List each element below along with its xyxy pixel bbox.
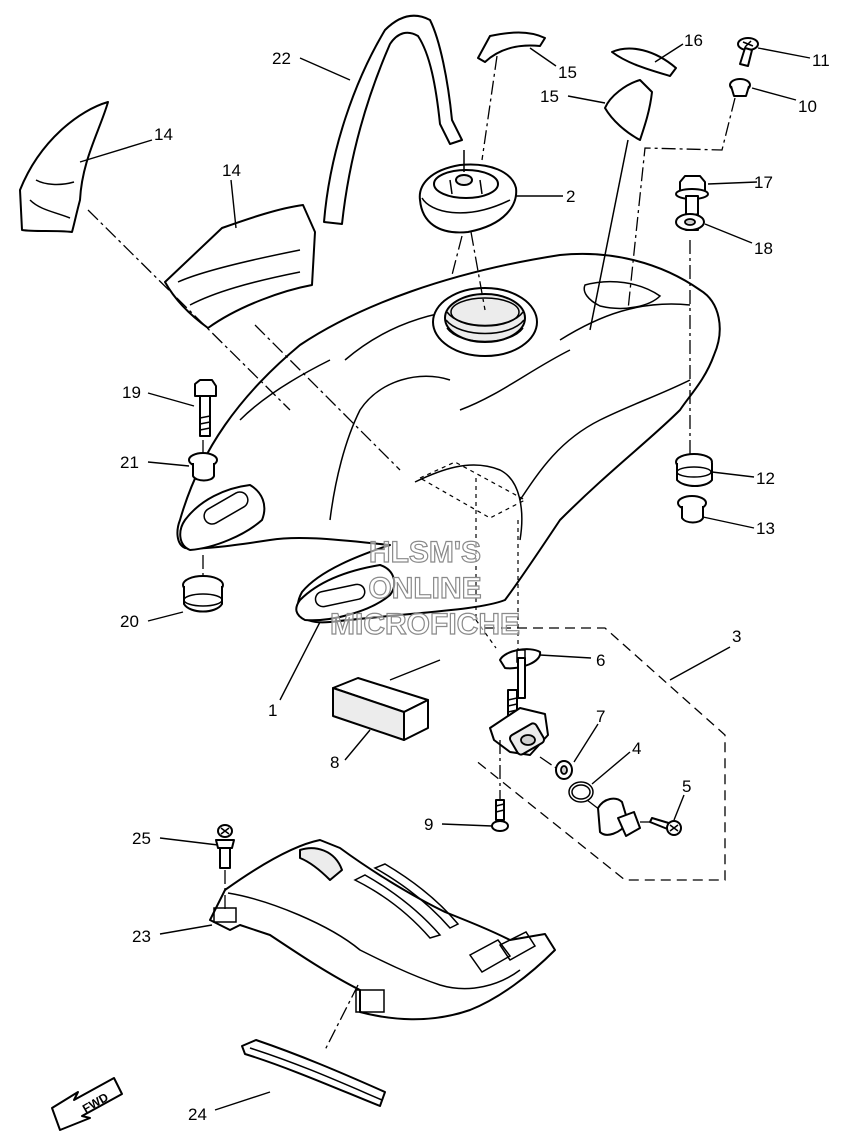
callout-15a: 15	[558, 63, 577, 82]
collar-13	[677, 495, 707, 524]
callout-18: 18	[754, 239, 773, 258]
callout-8: 8	[330, 753, 339, 772]
callout-10: 10	[798, 97, 817, 116]
hidden-lines	[418, 461, 527, 650]
cap-pad-lower	[589, 79, 653, 331]
collar-10	[729, 78, 751, 97]
watermark: HLSM'S ONLINE MICROFICHE	[329, 535, 520, 641]
watermark-line-1: HLSM'S	[369, 536, 481, 569]
bolt-19	[194, 379, 217, 437]
cap-pad-small	[611, 47, 677, 77]
callout-1: 1	[268, 701, 277, 720]
callout-3: 3	[732, 627, 741, 646]
callout-17: 17	[754, 173, 773, 192]
callout-13: 13	[756, 519, 775, 538]
cap-pad-upper	[477, 31, 546, 63]
screw-11	[737, 37, 759, 67]
callout-2: 2	[566, 187, 575, 206]
callout-7: 7	[596, 707, 605, 726]
callout-4: 4	[632, 739, 641, 758]
callout-25: 25	[132, 829, 151, 848]
callout-5: 5	[682, 777, 691, 796]
callout-6: 6	[596, 651, 605, 670]
callout-15b: 15	[540, 87, 559, 106]
washer-18	[675, 213, 705, 231]
callout-12: 12	[756, 469, 775, 488]
watermark-line-2: ONLINE	[368, 572, 481, 605]
breather-hose	[323, 14, 463, 225]
grommet-20	[182, 575, 224, 613]
screw-9	[491, 799, 509, 832]
fuel-tank	[176, 252, 721, 624]
callout-24: 24	[188, 1105, 207, 1124]
skid-plate	[209, 839, 556, 1021]
callout-9: 9	[424, 815, 433, 834]
collar-21	[188, 452, 218, 482]
skid-pad	[241, 1039, 386, 1107]
damper-8	[332, 677, 429, 741]
bolt-17	[675, 175, 709, 231]
bolt-25	[215, 824, 235, 869]
leader-lines	[79, 43, 811, 1111]
callout-11: 11	[812, 51, 830, 70]
side-pad-left	[19, 101, 109, 233]
fuel-cock-assembly	[489, 648, 682, 837]
callout-16: 16	[684, 31, 703, 50]
fwd-arrow-icon: FWD	[51, 1077, 123, 1131]
callout-19: 19	[122, 383, 141, 402]
grommet-12	[675, 453, 713, 487]
callout-14b: 14	[222, 161, 241, 180]
assembly-3-boundary	[474, 627, 726, 881]
callout-21: 21	[120, 453, 139, 472]
side-pad-center	[164, 204, 316, 329]
callout-23: 23	[132, 927, 151, 946]
callout-14a: 14	[154, 125, 173, 144]
callout-labels: 14 14 22 15 15 16 11 10 17 18 2 19 21 20…	[120, 31, 830, 1124]
watermark-line-3: MICROFICHE	[330, 608, 520, 641]
callout-22: 22	[272, 49, 291, 68]
fuel-cap	[418, 150, 518, 234]
alignment-lines	[87, 55, 736, 1051]
callout-20: 20	[120, 612, 139, 631]
